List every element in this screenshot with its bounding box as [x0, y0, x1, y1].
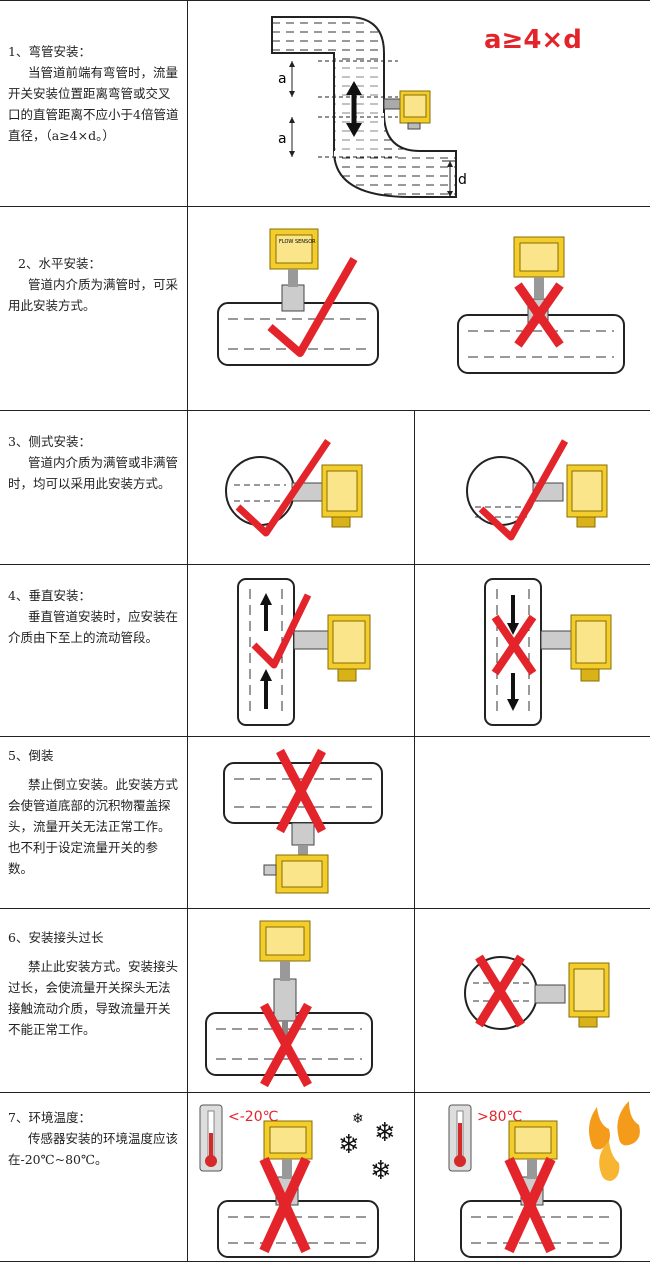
long-fitting-side-wrong: [415, 909, 650, 1092]
thermometer-icon: [448, 1104, 472, 1172]
check-mark-icon: [478, 439, 569, 541]
row-description: 垂直管道安装时，应安装在介质由下至上的流动管段。: [8, 609, 179, 645]
row-text: 3、侧式安装： 管道内介质为满管或非满管时，均可以采用此安装方式。: [0, 431, 186, 494]
row-side-install: 3、侧式安装： 管道内介质为满管或非满管时，均可以采用此安装方式。: [0, 410, 650, 564]
row-text: 2、水平安装： 管道内介质为满管时，可采用此安装方式。: [0, 253, 186, 316]
row-text: 1、弯管安装： 当管道前端有弯管时，流量开关安装位置距离弯管或交叉口的直管距离不…: [0, 41, 186, 146]
cross-mark-icon: [260, 1002, 312, 1088]
cross-mark-icon: [259, 1156, 311, 1254]
cross-mark-icon: [491, 614, 537, 676]
bend-diagram: a a d a≥4×d: [188, 1, 650, 206]
row-vertical-install: 4、垂直安装： 垂直管道安装时，应安装在介质由下至上的流动管段。: [0, 564, 650, 736]
row-description: 当管道前端有弯管时，流量开关安装位置距离弯管或交叉口的直管距离不应小于4倍管道直…: [8, 65, 179, 143]
high-temperature-wrong: >80℃: [415, 1093, 650, 1261]
row-text: 4、垂直安装： 垂直管道安装时，应安装在介质由下至上的流动管段。: [0, 585, 186, 648]
vertical-down-wrong: [415, 565, 650, 736]
cross-mark-icon: [475, 954, 525, 1028]
svg-text:❄: ❄: [338, 1130, 360, 1160]
row-text: 5、倒装 禁止倒立安装。此安装方式会使管道底部的沉积物覆盖探头，流量开关无法正常…: [0, 745, 186, 879]
row-long-fitting: 6、安装接头过长 禁止此安装方式。安装接头过长，会使流量开关探头无法接触流动介质…: [0, 908, 650, 1092]
row-text: 7、环境温度： 传感器安装的环境温度应该在-20℃~80℃。: [0, 1107, 186, 1170]
flame-icon: [589, 1101, 640, 1181]
row-title: 3、侧式安装：: [8, 434, 91, 449]
cross-mark-icon: [276, 748, 326, 834]
row-title: 6、安装接头过长: [8, 930, 104, 945]
check-mark-icon: [251, 593, 312, 669]
row-description: 禁止倒立安装。此安装方式会使管道底部的沉积物覆盖探头，流量开关无法正常工作。也不…: [8, 777, 179, 876]
svg-text:❄: ❄: [370, 1156, 392, 1186]
sensor-label: FLOW SENSOR: [279, 239, 316, 245]
row-bend-install: 1、弯管安装： 当管道前端有弯管时，流量开关安装位置距离弯管或交叉口的直管距离不…: [0, 0, 650, 206]
row-title: 4、垂直安装：: [8, 588, 91, 603]
dim-d: d: [458, 172, 467, 188]
row-description: 管道内介质为满管时，可采用此安装方式。: [8, 277, 179, 313]
dim-a-bottom: a: [278, 131, 287, 147]
low-temperature-wrong: <-20℃ ❄❄❄❄: [188, 1093, 414, 1261]
cross-mark-icon: [514, 282, 564, 348]
vertical-up-ok: [188, 565, 414, 736]
cross-mark-icon: [504, 1156, 556, 1254]
row-ambient-temperature: 7、环境温度： 传感器安装的环境温度应该在-20℃~80℃。 <-20℃ ❄❄❄…: [0, 1092, 650, 1262]
svg-text:❄: ❄: [352, 1111, 364, 1127]
row-text: 6、安装接头过长 禁止此安装方式。安装接头过长，会使流量开关探头无法接触流动介质…: [0, 927, 186, 1040]
snowflake-icon: ❄ ❄ ❄ ❄: [338, 1111, 396, 1186]
row-title: 5、倒装: [8, 748, 54, 763]
formula: a≥4×d: [484, 25, 582, 55]
row-title: 2、水平安装：: [18, 256, 101, 271]
row-description: 管道内介质为满管或非满管时，均可以采用此安装方式。: [8, 455, 179, 491]
horizontal-diagram: FLOW SENSOR: [188, 207, 650, 410]
dim-a-top: a: [278, 71, 287, 87]
check-mark-icon: [267, 257, 358, 357]
check-mark-icon: [235, 439, 331, 537]
side-install-ok-partial: [415, 411, 650, 564]
row-description: 禁止此安装方式。安装接头过长，会使流量开关探头无法接触流动介质，导致流量开关不能…: [8, 959, 179, 1037]
thermometer-icon: [199, 1104, 223, 1172]
row-inverted-install: 5、倒装 禁止倒立安装。此安装方式会使管道底部的沉积物覆盖探头，流量开关无法正常…: [0, 736, 650, 908]
side-install-ok: [188, 411, 414, 564]
long-fitting-wrong: [188, 909, 414, 1092]
inverted-wrong: [188, 737, 414, 908]
svg-text:❄: ❄: [374, 1118, 396, 1148]
row-description: 传感器安装的环境温度应该在-20℃~80℃。: [8, 1131, 179, 1167]
row-title: 7、环境温度：: [8, 1110, 91, 1125]
row-title: 1、弯管安装：: [8, 44, 91, 59]
row-horizontal-install: 2、水平安装： 管道内介质为满管时，可采用此安装方式。 FLOW SENSOR: [0, 206, 650, 410]
